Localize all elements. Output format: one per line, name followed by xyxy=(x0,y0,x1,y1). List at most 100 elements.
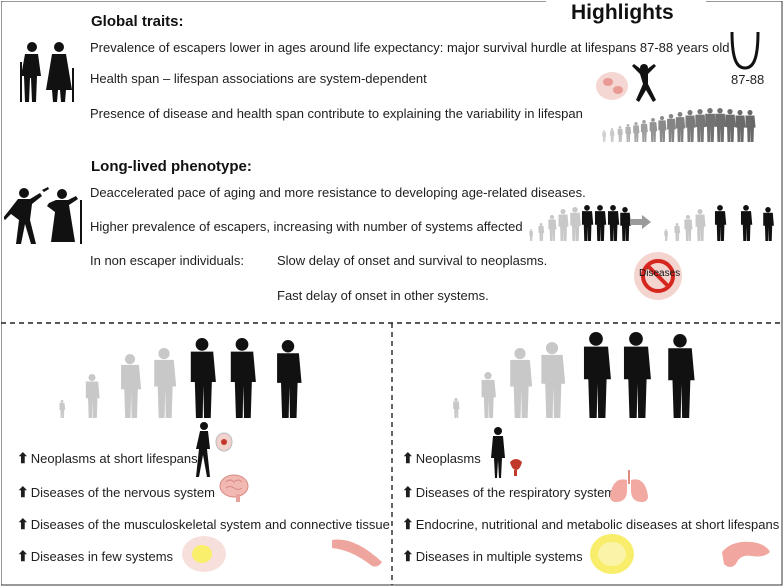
women-item-1-text: Neoplasms at short lifespans xyxy=(30,451,198,466)
non-escaper-item-1: Slow delay of onset and survival to neop… xyxy=(277,253,548,268)
silhouette xyxy=(602,130,607,142)
silhouette xyxy=(510,348,533,418)
women-item-4: ⬆Diseases in few systems xyxy=(17,549,173,563)
non-escaper-item-2: Fast delay of onset in other systems. xyxy=(277,288,489,303)
title-tab xyxy=(546,1,706,24)
prohibited-icon xyxy=(634,252,682,300)
man-with-prostate-cancer-icon xyxy=(491,427,522,478)
aging-sequence-before-icon xyxy=(529,205,631,241)
women-item-2: ⬆Diseases of the nervous system xyxy=(17,485,215,499)
male-aging-sequence-icon xyxy=(453,332,695,418)
silhouette xyxy=(623,332,651,418)
increase-arrow-icon: ⬆ xyxy=(402,450,414,466)
men-item-4: ⬆Diseases in multiple systems xyxy=(402,549,583,563)
women-item-4-text: Diseases in few systems xyxy=(30,549,174,564)
long-lived-heading: Long-lived phenotype: xyxy=(91,158,252,175)
silhouette xyxy=(725,109,736,142)
silhouette xyxy=(154,348,177,418)
increase-arrow-icon: ⬆ xyxy=(17,484,29,500)
silhouette xyxy=(705,108,716,142)
endocrine-organs-icon xyxy=(182,536,226,572)
increase-arrow-icon: ⬆ xyxy=(402,484,414,500)
men-item-1-text: Neoplasms xyxy=(415,451,481,466)
curve-label: 87-88 xyxy=(731,72,765,87)
lifespan-crowd-icon xyxy=(602,108,756,142)
silhouette xyxy=(453,398,460,418)
men-item-3-text: Endocrine, nutritional and metabolic dis… xyxy=(415,517,780,532)
non-escaper-label: In non escaper individuals: xyxy=(90,253,244,268)
men-item-2-text: Diseases of the respiratory system xyxy=(415,485,616,500)
silhouette xyxy=(649,118,658,142)
silhouette xyxy=(658,116,667,142)
silhouette xyxy=(59,400,66,418)
muscle-icon xyxy=(332,539,382,567)
long-lived-trait-2: Higher prevalence of escapers, increasin… xyxy=(90,219,523,234)
dancing-elderly-couple-icon xyxy=(4,187,82,244)
silhouette xyxy=(667,114,676,142)
women-item-3: ⬆Diseases of the musculoskeletal system … xyxy=(17,517,390,531)
women-item-1: ⬆Neoplasms at short lifespans xyxy=(17,451,198,465)
silhouette xyxy=(740,205,753,241)
woman-with-breast-cancer-icon xyxy=(196,422,233,477)
long-lived-trait-1: Deaccelerated pace of aging and more res… xyxy=(90,185,586,200)
silhouette xyxy=(594,205,607,241)
men-item-1: ⬆Neoplasms xyxy=(402,451,481,465)
silhouette xyxy=(625,124,632,142)
increase-arrow-icon: ⬆ xyxy=(17,450,29,466)
silhouette xyxy=(610,128,615,142)
silhouette xyxy=(529,229,534,241)
silhouette xyxy=(85,374,100,418)
female-aging-sequence-icon xyxy=(59,338,302,418)
no-diseases-label: Diseases xyxy=(639,268,681,279)
increase-arrow-icon: ⬆ xyxy=(17,516,29,532)
silhouette xyxy=(277,340,302,418)
silhouette xyxy=(685,110,696,142)
increase-arrow-icon: ⬆ xyxy=(402,548,414,564)
global-trait-1: Prevalence of escapers lower in ages aro… xyxy=(90,40,730,55)
global-trait-2: Health span – lifespan associations are … xyxy=(90,71,427,86)
silhouette xyxy=(633,122,640,142)
silhouette xyxy=(607,205,620,241)
silhouette xyxy=(481,372,496,418)
silhouette xyxy=(695,209,706,241)
silhouette xyxy=(121,354,142,418)
brain-icon xyxy=(219,474,249,502)
silhouette xyxy=(675,112,686,142)
pancreas-icon xyxy=(722,541,770,567)
silhouette xyxy=(620,207,631,241)
silhouette xyxy=(538,223,545,241)
silhouette xyxy=(668,334,695,418)
survival-curve-icon xyxy=(730,31,760,70)
silhouette xyxy=(583,332,611,418)
silhouette xyxy=(558,209,569,241)
silhouette xyxy=(541,342,566,418)
men-item-2: ⬆Diseases of the respiratory system xyxy=(402,485,615,499)
global-traits-heading: Global traits: xyxy=(91,13,184,30)
silhouette xyxy=(763,207,774,241)
silhouette xyxy=(581,205,594,241)
page-title: Highlights xyxy=(571,1,674,24)
men-item-3: ⬆Endocrine, nutritional and metabolic di… xyxy=(402,517,779,531)
lungs-icon xyxy=(610,470,648,502)
silhouette xyxy=(190,338,216,418)
silhouette xyxy=(684,215,693,241)
silhouette xyxy=(735,110,746,142)
silhouette xyxy=(640,120,648,142)
global-trait-3: Presence of disease and health span cont… xyxy=(90,106,583,121)
silhouette xyxy=(617,126,623,142)
aging-sequence-after-icon xyxy=(664,205,774,241)
silhouette xyxy=(570,207,581,241)
women-item-3-text: Diseases of the musculoskeletal system a… xyxy=(30,517,390,532)
women-item-2-text: Diseases of the nervous system xyxy=(30,485,215,500)
increase-arrow-icon: ⬆ xyxy=(402,516,414,532)
increase-arrow-icon: ⬆ xyxy=(17,548,29,564)
silhouette xyxy=(714,205,727,241)
men-item-4-text: Diseases in multiple systems xyxy=(415,549,583,564)
silhouette xyxy=(745,110,756,142)
silhouette xyxy=(674,223,681,241)
organs-and-healthy-person-icon xyxy=(596,64,656,102)
arrow-right-icon xyxy=(630,215,651,229)
endocrine-organs-icon xyxy=(590,534,634,574)
